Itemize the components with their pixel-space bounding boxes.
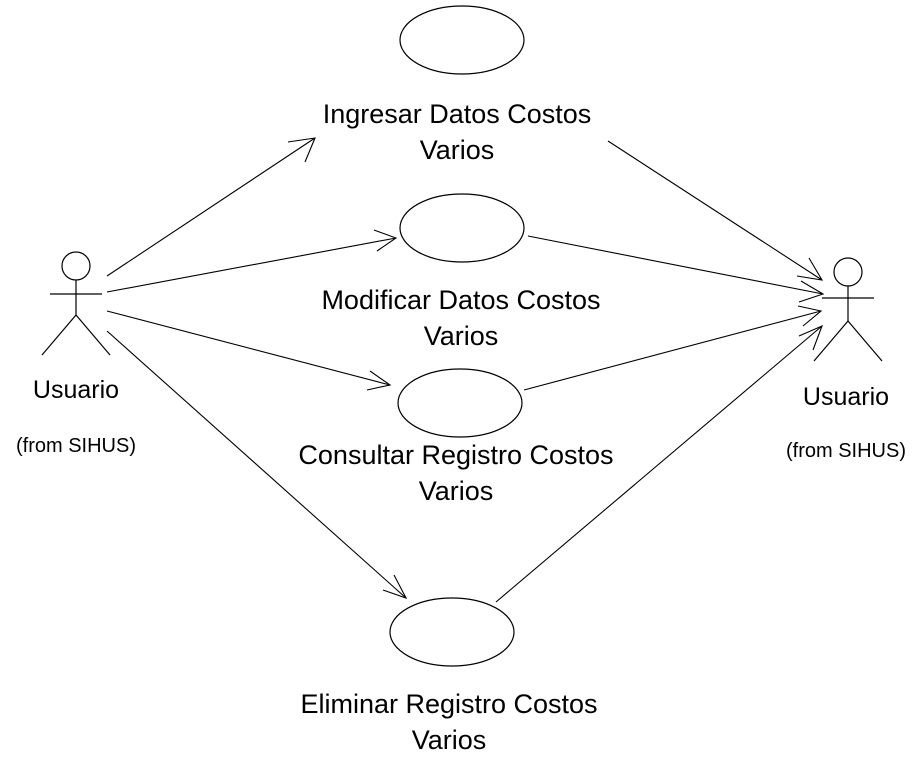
association-left-consultar-arrowhead <box>366 370 392 391</box>
use-case-consultar-label: Consultar Registro Costos <box>298 440 613 470</box>
association-left-eliminar-arrowhead <box>382 574 408 599</box>
actor-left-leg-left <box>41 314 77 356</box>
actor-right-figure[interactable] <box>813 257 883 362</box>
actor-left-head <box>61 251 91 281</box>
association-left-ingresar[interactable] <box>106 137 316 277</box>
use-case-ingresar-ellipse[interactable] <box>399 5 525 75</box>
association-modificar-right[interactable] <box>527 235 825 303</box>
association-left-eliminar-line <box>106 330 407 599</box>
use-case-eliminar-ellipse[interactable] <box>389 597 515 667</box>
association-ingresar-right-arrowhead <box>796 257 824 281</box>
association-ingresar-right[interactable] <box>607 140 824 281</box>
use-case-ingresar-label: Ingresar Datos Costos <box>323 99 592 129</box>
actor-right-package: (from SIHUS) <box>786 440 906 462</box>
actor-left-figure[interactable] <box>41 251 111 356</box>
association-eliminar-right[interactable] <box>495 324 823 603</box>
association-left-ingresar-line <box>106 137 316 277</box>
association-eliminar-right-line <box>495 325 823 603</box>
association-left-consultar-line <box>106 310 391 386</box>
association-eliminar-right-arrowhead <box>798 324 823 351</box>
actor-left-leg-right <box>75 314 111 356</box>
use-case-eliminar-label-line2: Varios <box>412 725 487 755</box>
association-left-eliminar[interactable] <box>106 330 408 599</box>
use-case-consultar-ellipse[interactable] <box>397 368 523 438</box>
use-case-modificar-label: Modificar Datos Costos <box>321 285 600 315</box>
association-left-modificar-line <box>106 237 397 293</box>
actor-right-name: Usuario <box>803 383 889 411</box>
association-left-consultar[interactable] <box>106 310 392 391</box>
association-modificar-right-arrowhead <box>798 280 825 303</box>
association-consultar-right-arrowhead <box>797 305 823 327</box>
use-case-eliminar-label: Eliminar Registro Costos <box>300 689 597 719</box>
association-left-ingresar-arrowhead <box>287 137 316 163</box>
association-modificar-right-line <box>527 235 824 295</box>
actor-right-leg-left <box>813 320 849 362</box>
actor-left-name: Usuario <box>33 376 119 404</box>
actor-right-leg-right <box>847 320 883 362</box>
association-ingresar-right-line <box>607 140 823 281</box>
association-left-modificar[interactable] <box>106 229 398 293</box>
association-left-modificar-arrowhead <box>373 229 398 252</box>
use-case-consultar-label-line2: Varios <box>419 476 494 506</box>
association-consultar-right[interactable] <box>523 305 823 391</box>
actor-right-head <box>833 257 863 287</box>
actor-left-package: (from SIHUS) <box>16 435 136 457</box>
association-consultar-right-line <box>523 310 822 391</box>
use-case-modificar-label-line2: Varios <box>424 321 499 351</box>
use-case-modificar-ellipse[interactable] <box>399 193 525 263</box>
use-case-ingresar-label-line2: Varios <box>420 135 495 165</box>
